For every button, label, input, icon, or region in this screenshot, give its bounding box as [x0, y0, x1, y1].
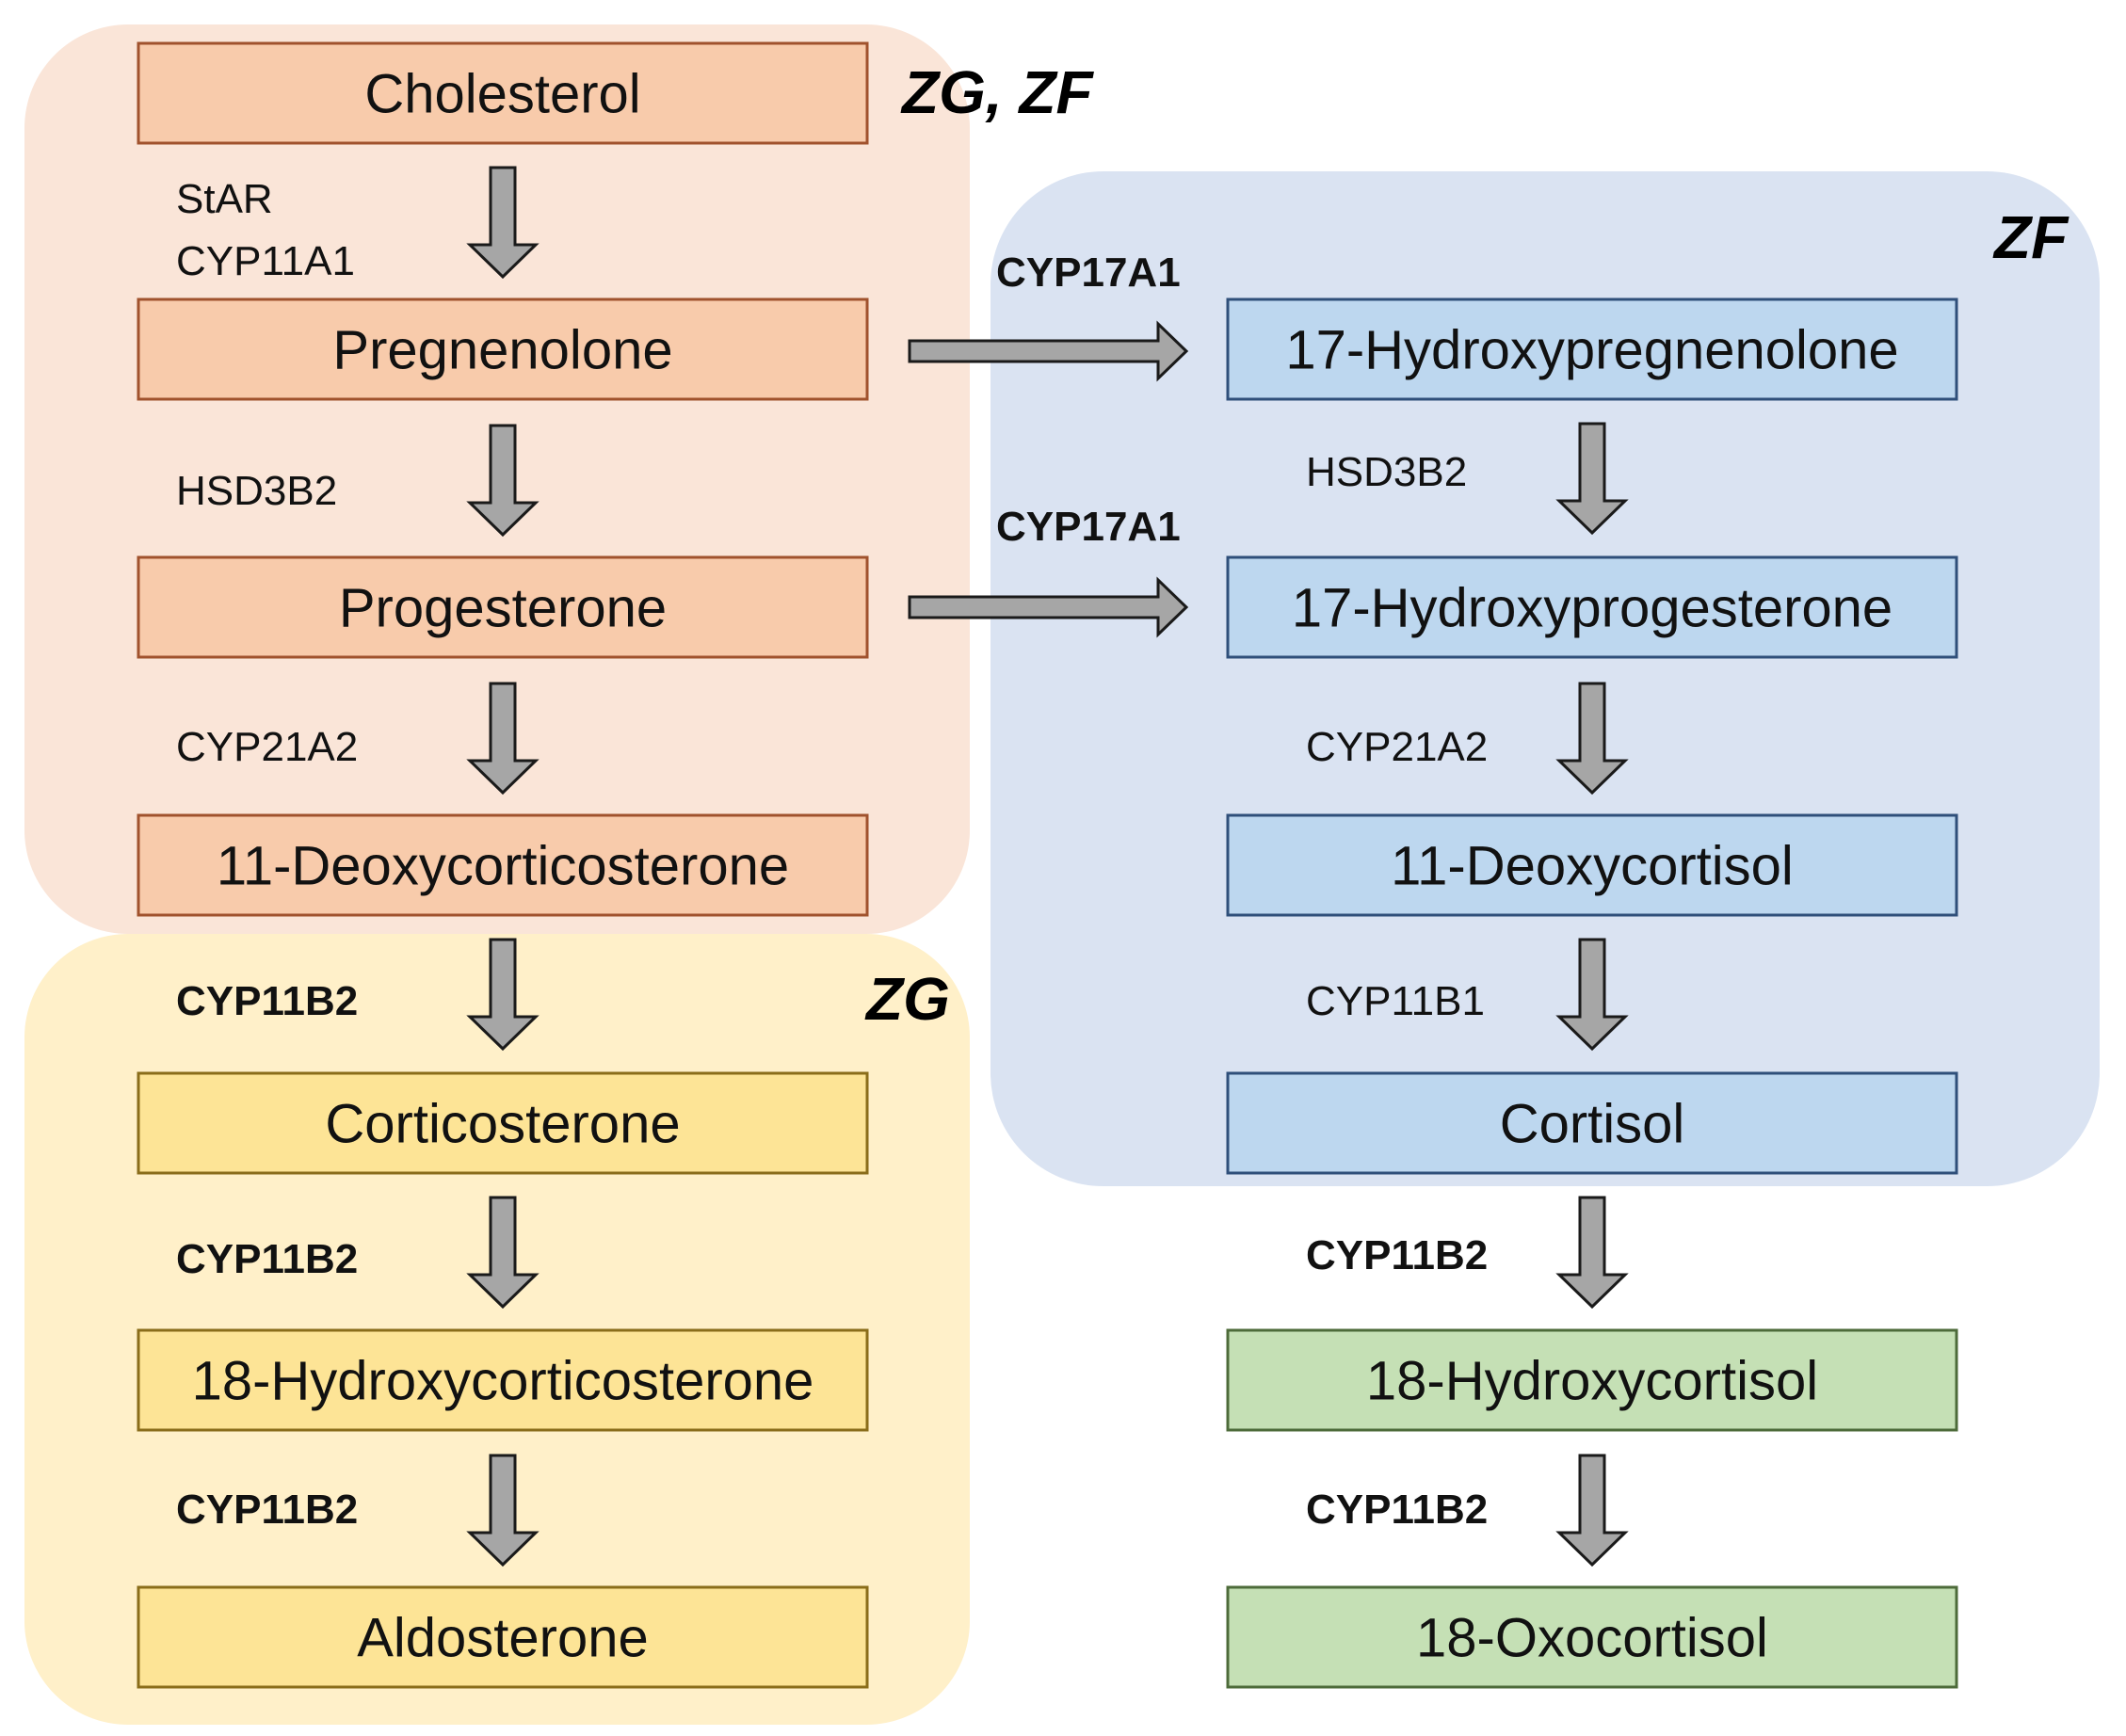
svg-text:18-Hydroxycorticosterone: 18-Hydroxycorticosterone	[192, 1350, 814, 1411]
node-aldosterone: Aldosterone	[137, 1585, 869, 1689]
enzyme-label-cyp21a2: CYP21A2	[176, 724, 358, 770]
enzyme-label-cyp11b2: CYP11B2	[176, 1487, 358, 1533]
arrow-down-icon	[466, 166, 540, 280]
svg-text:Corticosterone: Corticosterone	[325, 1093, 680, 1154]
arrow-right-icon	[908, 576, 1189, 638]
enzyme-label-cyp11b2: CYP11B2	[176, 1236, 358, 1282]
enzyme-label-cyp11b1: CYP11B1	[1306, 978, 1485, 1024]
enzyme-label-hsd3b2: HSD3B2	[176, 468, 337, 514]
node-18-oxocortisol: 18-Oxocortisol	[1226, 1585, 1958, 1689]
enzyme-label-cyp17a1: CYP17A1	[996, 249, 1181, 296]
node-progesterone: Progesterone	[137, 555, 869, 659]
node-11-deoxycorticosterone: 11-Deoxycorticosterone	[137, 813, 869, 917]
zone-label-zg: ZG	[864, 965, 950, 1033]
node-17-hydroxyprogesterone: 17-Hydroxyprogesterone	[1226, 555, 1958, 659]
arrow-down-icon	[466, 424, 540, 538]
arrow-down-icon	[1555, 1454, 1629, 1567]
svg-text:18-Hydroxycortisol: 18-Hydroxycortisol	[1366, 1350, 1818, 1411]
node-18-hydroxycorticosterone: 18-Hydroxycorticosterone	[137, 1328, 869, 1432]
svg-text:Pregnenolone: Pregnenolone	[332, 319, 672, 380]
enzyme-label-cyp11a1: CYP11A1	[176, 238, 355, 284]
arrow-down-icon	[1555, 938, 1629, 1052]
svg-text:Cholesterol: Cholesterol	[364, 63, 640, 124]
svg-text:11-Deoxycortisol: 11-Deoxycortisol	[1391, 835, 1794, 896]
node-cortisol: Cortisol	[1226, 1071, 1958, 1175]
enzyme-label-cyp11b2: CYP11B2	[176, 978, 358, 1024]
node-11-deoxycortisol: 11-Deoxycortisol	[1226, 813, 1958, 917]
enzyme-label-cyp11b2: CYP11B2	[1306, 1232, 1488, 1278]
enzyme-label-cyp11b2: CYP11B2	[1306, 1487, 1488, 1533]
node-corticosterone: Corticosterone	[137, 1071, 869, 1175]
arrow-down-icon	[1555, 422, 1629, 536]
zone-label-zf: ZF	[1992, 203, 2070, 271]
svg-text:11-Deoxycorticosterone: 11-Deoxycorticosterone	[217, 835, 789, 896]
node-cholesterol: Cholesterol	[137, 41, 869, 145]
enzyme-label-hsd3b2: HSD3B2	[1306, 449, 1467, 495]
arrow-down-icon	[466, 682, 540, 796]
arrow-down-icon	[466, 1454, 540, 1567]
svg-text:17-Hydroxypregnenolone: 17-Hydroxypregnenolone	[1285, 319, 1898, 380]
svg-text:Progesterone: Progesterone	[339, 577, 667, 638]
arrow-down-icon	[466, 938, 540, 1052]
zone-label-zg-zf: ZG, ZF	[900, 58, 1095, 126]
svg-text:Aldosterone: Aldosterone	[357, 1607, 649, 1668]
node-17-hydroxypregnenolone: 17-Hydroxypregnenolone	[1226, 297, 1958, 401]
enzyme-label-star: StAR	[176, 176, 273, 222]
zone-region-zf	[991, 171, 2100, 1186]
svg-text:18-Oxocortisol: 18-Oxocortisol	[1416, 1607, 1768, 1668]
arrow-right-icon	[908, 320, 1189, 382]
svg-text:17-Hydroxyprogesterone: 17-Hydroxyprogesterone	[1292, 577, 1892, 638]
arrow-down-icon	[1555, 1196, 1629, 1310]
enzyme-label-cyp21a2: CYP21A2	[1306, 724, 1488, 770]
arrow-down-icon	[466, 1196, 540, 1310]
arrow-down-icon	[1555, 682, 1629, 796]
enzyme-label-cyp17a1: CYP17A1	[996, 504, 1181, 550]
node-18-hydroxycortisol: 18-Hydroxycortisol	[1226, 1328, 1958, 1432]
node-pregnenolone: Pregnenolone	[137, 297, 869, 401]
svg-text:Cortisol: Cortisol	[1500, 1093, 1685, 1154]
